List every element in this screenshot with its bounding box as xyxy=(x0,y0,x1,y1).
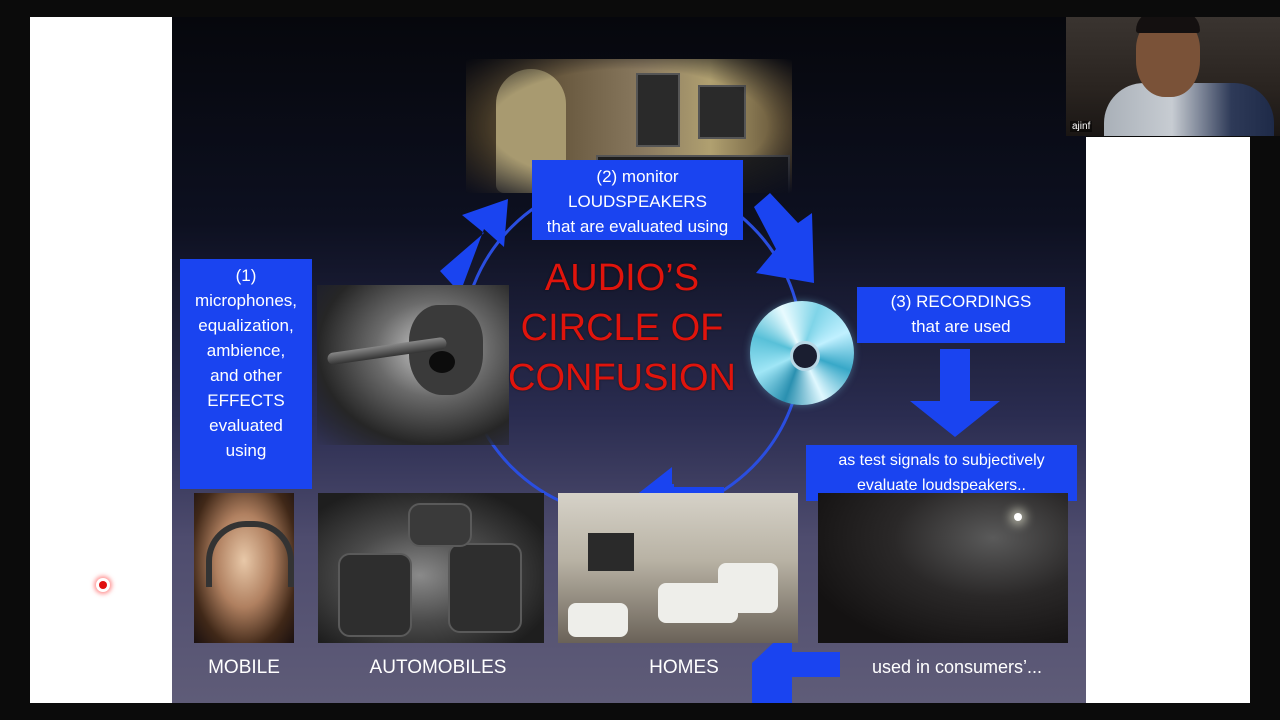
effects-line: ambience, xyxy=(206,341,286,360)
label-homes: HOMES xyxy=(649,657,719,678)
arrow-down-right xyxy=(754,193,814,283)
signals-line: as test signals to subjectively xyxy=(838,452,1045,469)
automobile-interior-photo xyxy=(318,493,544,643)
participant-video-tile[interactable]: ajinf xyxy=(1066,17,1280,136)
slide-title: AUDIO’S CIRCLE OF CONFUSION xyxy=(482,253,762,403)
title-line-2: CIRCLE OF xyxy=(520,307,724,349)
title-line-3: CONFUSION xyxy=(508,357,736,399)
screen-share-right-margin xyxy=(1086,137,1250,703)
effects-line: equalization, xyxy=(198,316,294,335)
home-theater-photo xyxy=(818,493,1068,643)
participant-shirt xyxy=(1104,83,1274,136)
presentation-slide: AUDIO’S CIRCLE OF CONFUSION (1) micropho… xyxy=(172,17,1086,703)
label-consumers: used in consumers’... xyxy=(871,657,1043,677)
mobile-listener-photo xyxy=(194,493,294,643)
effects-line: (1) xyxy=(235,266,257,285)
effects-line: using xyxy=(225,441,267,460)
recordings-line: (3) RECORDINGS xyxy=(890,292,1032,311)
home-living-room-photo xyxy=(558,493,798,643)
monitor-line: (2) monitor xyxy=(596,167,679,186)
arrow-up-left xyxy=(440,199,508,293)
recordings-line: that are used xyxy=(911,317,1011,336)
studio-engineer-photo xyxy=(466,59,792,193)
label-mobile: MOBILE xyxy=(208,657,280,678)
screen-share-left-margin xyxy=(30,17,172,703)
label-automobiles: AUTOMOBILES xyxy=(369,657,507,678)
title-line-1: AUDIO’S xyxy=(544,257,700,299)
effects-box: (1) microphones, equalization, ambience,… xyxy=(180,259,312,489)
arrow-down xyxy=(910,349,1000,437)
monitor-line: that are evaluated using xyxy=(546,217,729,236)
effects-line: microphones, xyxy=(194,291,298,310)
arrow-left-bottom xyxy=(752,625,840,703)
participant-name: ajinf xyxy=(1070,121,1093,132)
signals-line: evaluate loudspeakers.. xyxy=(857,477,1026,494)
monitor-line: LOUDSPEAKERS xyxy=(568,192,707,211)
pointer-dot-icon xyxy=(96,578,110,592)
effects-line: evaluated xyxy=(209,416,283,435)
effects-line: EFFECTS xyxy=(207,391,285,410)
test-signals-box: as test signals to subjectively evaluate… xyxy=(806,445,1077,501)
monitor-loudspeakers-box: (2) monitor LOUDSPEAKERS that are evalua… xyxy=(532,160,743,240)
singer-photo xyxy=(317,285,509,445)
participant-hair xyxy=(1136,17,1200,33)
cd-disc-icon xyxy=(750,301,854,405)
recordings-box: (3) RECORDINGS that are used xyxy=(857,287,1065,343)
effects-line: and other xyxy=(210,366,282,385)
